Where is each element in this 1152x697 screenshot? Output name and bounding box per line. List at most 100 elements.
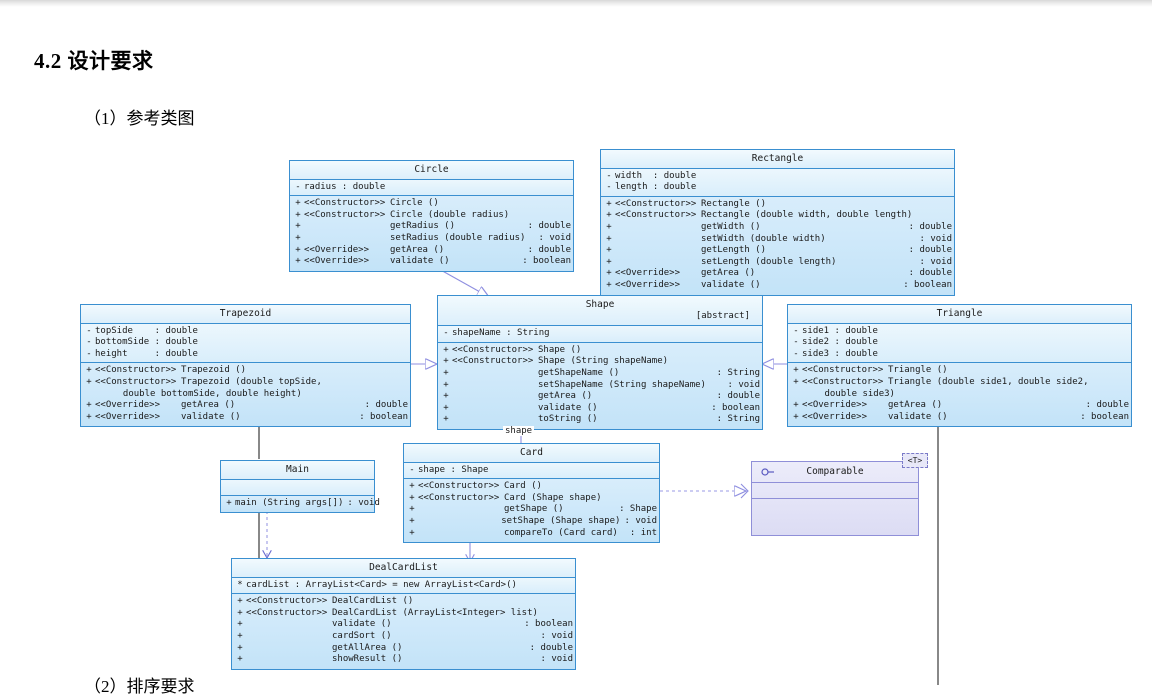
class-operations-shape: + <<Constructor>> Shape () + <<Construct… (438, 342, 762, 429)
interface-name-comparable: Comparable (806, 466, 864, 477)
operation-row: + compareTo (Card card) : int (409, 527, 657, 538)
attribute-row: - topSide : double (86, 325, 198, 336)
attribute-row: - length : double (606, 182, 697, 193)
edge-comparable-nub (740, 483, 749, 499)
page-top-shadow (0, 0, 1152, 7)
operation-continuation-row: double side3) (792, 388, 895, 399)
section-subtitle: （1）参考类图 (84, 109, 195, 128)
class-attributes-circle: - radius : double (290, 179, 573, 197)
uml-class-main[interactable]: Main + main (String args[]) : void (220, 460, 380, 514)
operation-row: + <<Constructor>> DealCardList (ArrayLis… (237, 607, 538, 618)
operation-row: + <<Constructor>> Trapezoid () (86, 365, 247, 376)
uml-class-shape[interactable]: Shape [abstract] - shapeName : String + … (437, 295, 763, 430)
abstract-marker: [abstract] (695, 310, 750, 321)
operation-row: + main (String args[]) : void (226, 497, 380, 508)
operation-row: + <<Constructor>> Trapezoid (double topS… (86, 376, 322, 387)
attribute-row: - side1 : double (793, 325, 878, 336)
operation-row: + <<Override>> validate () : boolean (86, 411, 408, 422)
class-name-rectangle: Rectangle (751, 153, 804, 164)
operation-row: + <<Override>> getArea () : double (606, 268, 952, 279)
operation-row: + cardSort () : void (237, 630, 573, 641)
operation-continuation-row: double bottomSide, double height) (85, 388, 302, 399)
uml-class-dealcardlist[interactable]: DealCardList * cardList : ArrayList<Card… (231, 558, 576, 670)
operation-row: + <<Override>> getArea () : double (295, 244, 571, 255)
operation-row: + <<Constructor>> Shape (String shapeNam… (443, 356, 669, 367)
class-attributes-rectangle: - width : double - length : double (601, 168, 954, 197)
class-header-shape: Shape [abstract] (438, 296, 762, 327)
class-name-triangle: Triangle (936, 308, 983, 319)
uml-interface-comparable[interactable]: Comparable <T> (751, 453, 928, 536)
class-header-card: Card (404, 444, 659, 463)
operation-row: + setRadius (double radius) : void (295, 232, 571, 243)
class-operations-rectangle: + <<Constructor>> Rectangle () + <<Const… (601, 196, 954, 295)
operation-row: + getShapeName () : String (443, 367, 760, 378)
operation-row: + getWidth () : double (606, 221, 952, 232)
operation-row: + <<Constructor>> Card () (409, 481, 542, 492)
class-name-dealcardlist: DealCardList (369, 562, 438, 573)
attribute-row: - shape : Shape (409, 464, 489, 475)
uml-class-triangle[interactable]: Triangle - side1 : double - side2 : doub… (787, 304, 1132, 428)
operation-row: + setLength (double length) : void (606, 256, 952, 267)
interface-attributes-comparable (752, 483, 918, 499)
operation-row: + <<Override>> validate () : boolean (793, 411, 1129, 422)
operation-row: + showResult () : void (237, 654, 573, 665)
operation-row: + <<Constructor>> Triangle () (793, 365, 948, 376)
class-operations-dealcardlist: + <<Constructor>> DealCardList () + <<Co… (232, 594, 575, 669)
operation-row: + <<Override>> getArea () : double (793, 400, 1129, 411)
attribute-row: - side3 : double (793, 348, 878, 359)
operation-row: + toString () : String (443, 414, 760, 425)
operation-row: + getRadius () : double (295, 221, 571, 232)
attribute-row: - width : double (606, 170, 697, 181)
operation-row: + validate () : boolean (443, 402, 760, 413)
uml-class-circle[interactable]: Circle - radius : double + <<Constructor… (289, 160, 574, 272)
attribute-row: - side2 : double (793, 337, 878, 348)
class-name-card: Card (520, 447, 543, 458)
class-attributes-trapezoid: - topSide : double - bottomSide : double… (81, 323, 410, 364)
operation-row: + <<Override>> validate () : boolean (606, 279, 952, 290)
class-attributes-shape: - shapeName : String (438, 326, 762, 343)
operation-row: + <<Constructor>> DealCardList () (237, 596, 414, 607)
operation-row: + <<Constructor>> Circle () (295, 198, 439, 209)
class-operations-main: + main (String args[]) : void (221, 495, 380, 513)
class-name-trapezoid: Trapezoid (219, 308, 272, 319)
class-attributes-card: - shape : Shape (404, 462, 659, 480)
operation-row: + getAllArea () : double (237, 642, 573, 653)
operation-row: + setWidth (double width) : void (606, 233, 952, 244)
operation-row: + <<Constructor>> Rectangle () (606, 198, 767, 209)
attribute-row: * cardList : ArrayList<Card> = new Array… (237, 579, 517, 590)
operation-row: + <<Override>> validate () : boolean (295, 256, 571, 267)
attribute-row: - radius : double (295, 181, 386, 192)
operation-row: + setShape (Shape shape) : void (409, 515, 657, 526)
page-title: 4.2 设计要求 (34, 49, 154, 73)
class-attributes-main (221, 479, 374, 496)
edge-label-card-shape: shape (503, 426, 535, 436)
uml-class-card[interactable]: Card - shape : Shape + <<Constructor>> C… (403, 443, 660, 544)
class-operations-triangle: + <<Constructor>> Triangle () + <<Constr… (788, 363, 1131, 427)
class-operations-trapezoid: + <<Constructor>> Trapezoid () + <<Const… (81, 363, 410, 427)
operation-row: + getArea () : double (443, 391, 760, 402)
operation-row: + <<Override>> getArea () : double (86, 400, 408, 411)
operation-row: + getShape () : Shape (409, 504, 657, 515)
class-header-dealcardlist: DealCardList (232, 559, 575, 578)
operation-row: + <<Constructor>> Circle (double radius) (295, 209, 510, 220)
operation-row: + <<Constructor>> Rectangle (double widt… (606, 210, 913, 221)
operation-row: + validate () : boolean (237, 619, 573, 630)
operation-row: + getLength () : double (606, 245, 952, 256)
class-operations-card: + <<Constructor>> Card () + <<Constructo… (404, 479, 659, 543)
template-parameter-box: <T> (902, 453, 928, 468)
class-header-main: Main (221, 461, 374, 480)
class-name-circle: Circle (414, 164, 449, 175)
class-name-shape: Shape (585, 299, 615, 310)
class-header-triangle: Triangle (788, 305, 1131, 324)
attribute-row: - bottomSide : double (86, 337, 198, 348)
operation-row: + <<Constructor>> Shape () (443, 344, 582, 355)
class-attributes-dealcardlist: * cardList : ArrayList<Card> = new Array… (232, 577, 575, 595)
class-header-trapezoid: Trapezoid (81, 305, 410, 324)
uml-class-rectangle[interactable]: Rectangle - width : double - length : do… (600, 149, 955, 296)
lollipop-icon (761, 468, 774, 476)
interface-header-comparable: Comparable <T> (752, 453, 928, 483)
class-operations-circle: + <<Constructor>> Circle () + <<Construc… (290, 196, 573, 271)
uml-class-trapezoid[interactable]: Trapezoid - topSide : double - bottomSid… (80, 304, 411, 428)
attribute-row: - height : double (86, 348, 198, 359)
